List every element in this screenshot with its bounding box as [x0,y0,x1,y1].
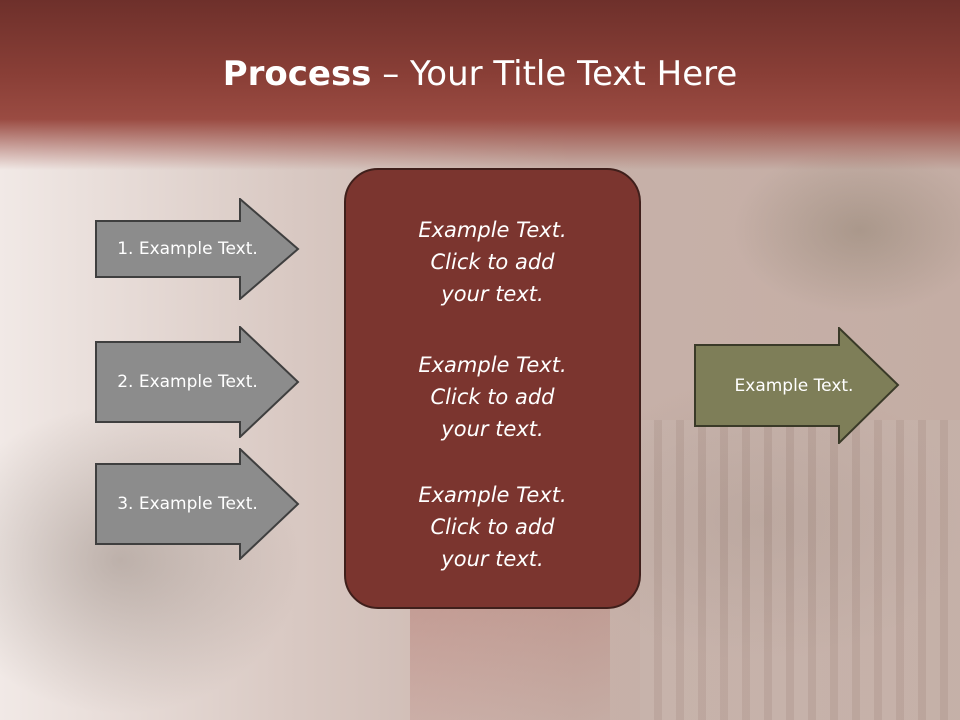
step-arrow-1[interactable]: 1. Example Text. [95,198,300,300]
center-block-1-line-2: Click to add [430,250,555,274]
arrow-shape [95,448,300,560]
center-block-2-line-1: Example Text. [418,353,567,377]
step-label-3: 3. Example Text. [117,494,258,514]
step-arrow-2[interactable]: 2. Example Text. [95,326,300,438]
center-block-2-line-3: your text. [441,417,544,441]
arrow-shape [694,327,900,444]
center-block-2: Example Text. Click to add your text. [346,349,639,445]
background-beam [410,600,610,720]
step-arrow-3[interactable]: 3. Example Text. [95,448,300,560]
center-block-2-line-2: Click to add [430,385,555,409]
center-block-1: Example Text. Click to add your text. [346,214,639,310]
center-block-3-line-1: Example Text. [418,483,567,507]
center-block-3-line-2: Click to add [430,515,555,539]
slide-title[interactable]: Process – Your Title Text Here [0,54,960,94]
result-arrow[interactable]: Example Text. [694,327,900,444]
center-block-3-line-3: your text. [441,547,544,571]
background-railing [640,420,960,720]
title-rest: – Your Title Text Here [371,54,738,94]
center-block-3: Example Text. Click to add your text. [346,479,639,575]
step-label-2: 2. Example Text. [117,372,258,392]
step-label-1: 1. Example Text. [117,239,258,259]
center-block-1-line-1: Example Text. [418,218,567,242]
title-bold: Process [222,54,372,94]
arrow-shape [95,326,300,438]
center-block-1-line-3: your text. [441,282,544,306]
arrow-shape [95,198,300,300]
center-text-box[interactable]: Example Text. Click to add your text. Ex… [344,168,641,609]
title-banner [0,0,960,170]
result-label: Example Text. [734,375,854,396]
